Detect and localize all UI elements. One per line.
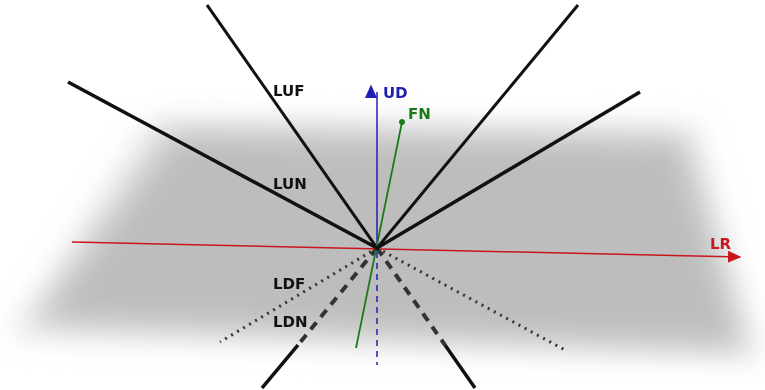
label-ud: UD <box>383 84 408 102</box>
line-ldn <box>296 246 379 347</box>
label-ldn: LDN <box>273 313 308 331</box>
label-lun: LUN <box>273 175 307 193</box>
label-fn: FN <box>408 105 431 123</box>
line-ldf <box>219 246 378 344</box>
label-lr: LR <box>710 235 732 253</box>
line-luf <box>205 4 379 249</box>
line-run <box>376 90 641 250</box>
line-rdn-solid <box>443 343 477 390</box>
origin-point <box>374 245 380 251</box>
line-lun <box>67 80 378 250</box>
label-ldf: LDF <box>273 275 305 293</box>
label-luf: LUF <box>273 82 304 100</box>
line-ruf <box>375 4 580 249</box>
fn-endpoint <box>399 119 405 125</box>
fn-vector <box>355 121 403 349</box>
line-rdn <box>375 246 447 347</box>
line-rdf <box>376 246 566 352</box>
line-ldn-solid <box>260 343 300 390</box>
lr-axis <box>71 241 742 263</box>
